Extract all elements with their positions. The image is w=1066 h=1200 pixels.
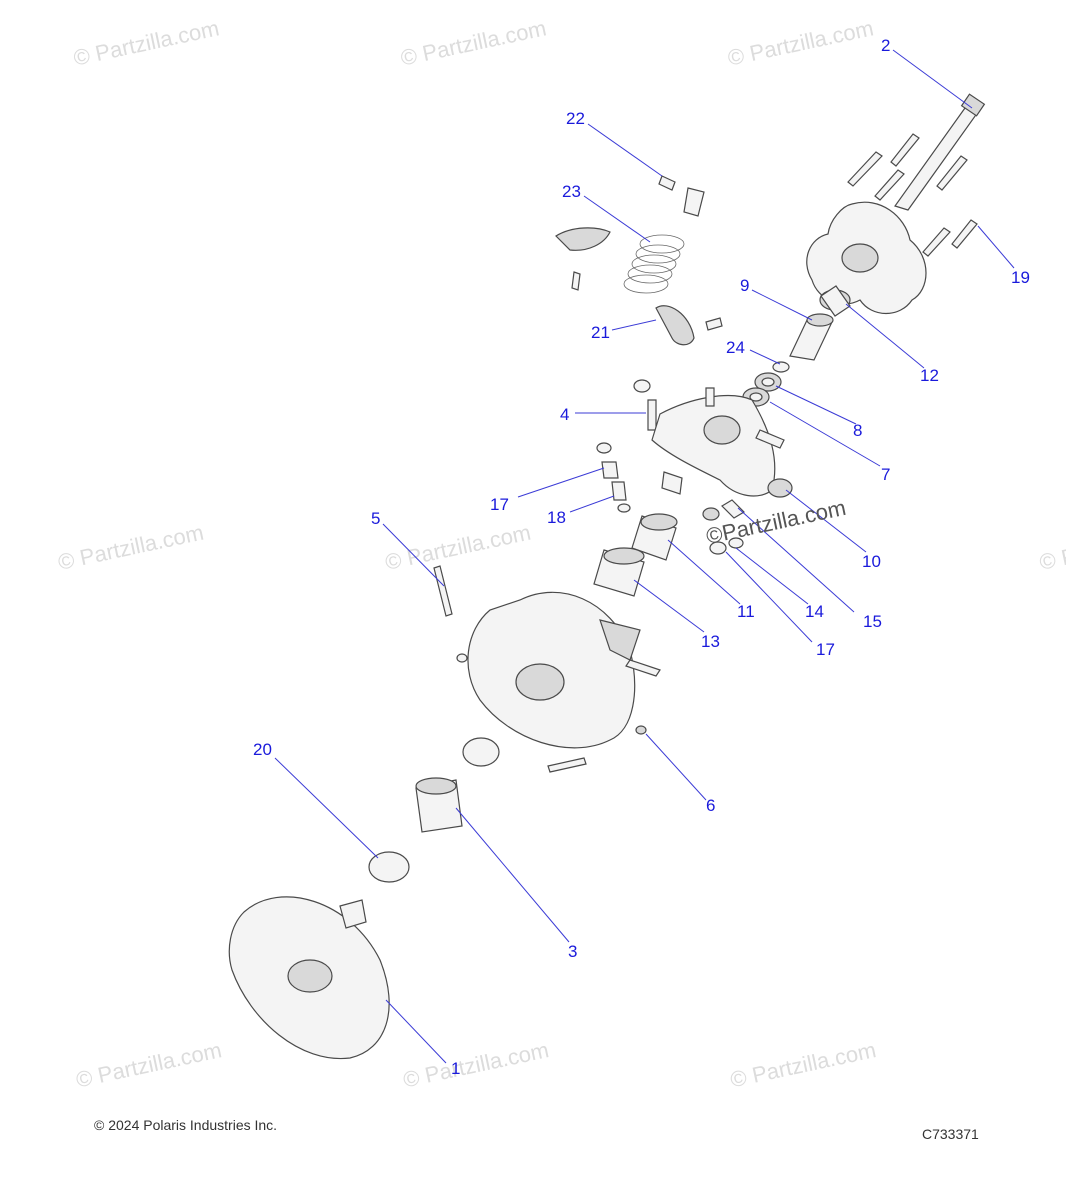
callout-19: 19 <box>1011 268 1030 287</box>
callout-11: 11 <box>737 602 755 621</box>
part-17-18-bushings <box>596 442 745 521</box>
inline-watermark: ©Partzilla.com <box>704 495 848 549</box>
part-sheave <box>456 591 661 749</box>
callout-layer: 1 2 3 4 5 6 7 8 9 10 11 12 13 14 15 17 1… <box>253 36 1030 1078</box>
callout-18: 18 <box>547 508 566 527</box>
callout-14: 14 <box>805 602 824 621</box>
part-12-bushing <box>819 285 851 317</box>
part-14-ring <box>709 537 744 555</box>
part-23-spring <box>623 234 685 294</box>
part-9-shaft <box>789 313 834 361</box>
part-21-roller-arm <box>655 305 723 346</box>
callout-4: 4 <box>560 405 569 424</box>
leader-lines <box>274 49 1015 1064</box>
part-11-bushing <box>631 513 678 561</box>
callout-13: 13 <box>701 632 720 651</box>
callout-2: 2 <box>881 36 890 55</box>
callout-24: 24 <box>726 338 745 357</box>
part-10-roller <box>767 478 793 498</box>
part-oring <box>462 737 500 767</box>
part-22-pin <box>658 175 705 217</box>
part-6-nut <box>635 725 647 735</box>
callout-5: 5 <box>371 509 380 528</box>
watermark: © Partzilla.com <box>56 520 206 575</box>
part-spider-plate <box>806 201 927 314</box>
part-2-long-bolt <box>894 93 986 211</box>
callout-23: 23 <box>562 182 581 201</box>
callout-17-left: 17 <box>490 495 509 514</box>
part-8-washer <box>754 372 782 392</box>
callout-22: 22 <box>566 109 585 128</box>
callout-12: 12 <box>920 366 939 385</box>
part-3-bushing <box>415 777 463 833</box>
watermark: © Partzilla.com <box>401 1037 551 1092</box>
part-5-screw <box>433 565 453 617</box>
callout-21: 21 <box>591 323 610 342</box>
callout-1: 1 <box>451 1059 460 1078</box>
callout-6: 6 <box>706 796 715 815</box>
callout-8: 8 <box>853 421 862 440</box>
watermark: © Partzilla.com <box>74 1037 224 1092</box>
callout-15: 15 <box>863 612 882 631</box>
watermark: © Partzilla.com <box>1037 520 1066 575</box>
diagram-code: C733371 <box>922 1126 979 1142</box>
part-13-bushing <box>593 547 645 597</box>
part-24-oring <box>772 361 790 373</box>
callout-17-right: 17 <box>816 640 835 659</box>
callout-7: 7 <box>881 465 890 484</box>
callout-20: 20 <box>253 740 272 759</box>
part-spider-bolts <box>847 133 978 257</box>
callout-3: 3 <box>568 942 577 961</box>
part-weight-arm <box>555 227 611 291</box>
part-1-fixed-sheave <box>228 896 390 1060</box>
watermark: © Partzilla.com <box>725 15 875 70</box>
callout-10: 10 <box>862 552 881 571</box>
part-pin <box>547 757 587 773</box>
watermark: © Partzilla.com <box>728 1037 878 1092</box>
watermark: © Partzilla.com <box>398 15 548 70</box>
callout-9: 9 <box>740 276 749 295</box>
copyright-text: © 2024 Polaris Industries Inc. <box>94 1117 278 1133</box>
watermark: © Partzilla.com <box>71 15 221 70</box>
part-20-oring <box>368 851 410 883</box>
